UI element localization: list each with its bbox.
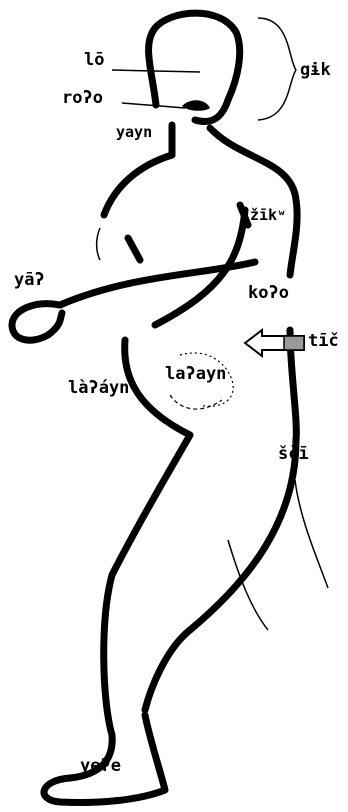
arm-upper <box>128 238 140 260</box>
label-hand: yāʔ <box>14 272 45 289</box>
shoulder-left <box>104 155 172 215</box>
label-buttock: ščī <box>278 446 309 463</box>
back-outline <box>210 128 297 275</box>
label-neck: yayn <box>116 125 152 140</box>
back-thigh-line <box>295 480 328 588</box>
mouth-icon <box>182 100 210 111</box>
front-leg <box>70 435 190 778</box>
label-head-side: gɨk <box>300 62 331 79</box>
label-mouth: roʔo <box>62 90 103 107</box>
label-navel: tīč <box>308 333 339 350</box>
label-head-face: lō <box>84 52 104 69</box>
head-side-bracket <box>258 18 296 120</box>
hip-dashed-outline <box>170 395 222 409</box>
front-torso <box>125 340 190 435</box>
label-groin: laʔayn <box>165 366 226 383</box>
fist <box>12 304 62 341</box>
figure-outline <box>12 13 297 802</box>
navel-arrow-icon <box>245 330 304 356</box>
left-arm-thin <box>97 228 100 260</box>
label-hip: làʔáyn <box>68 380 129 397</box>
head-face-leader <box>112 70 200 72</box>
label-belly: koʔo <box>248 285 289 302</box>
arm-top <box>60 262 255 305</box>
label-foot: yeʔe <box>80 758 121 775</box>
label-shoulder: žīkʷ <box>250 208 286 223</box>
